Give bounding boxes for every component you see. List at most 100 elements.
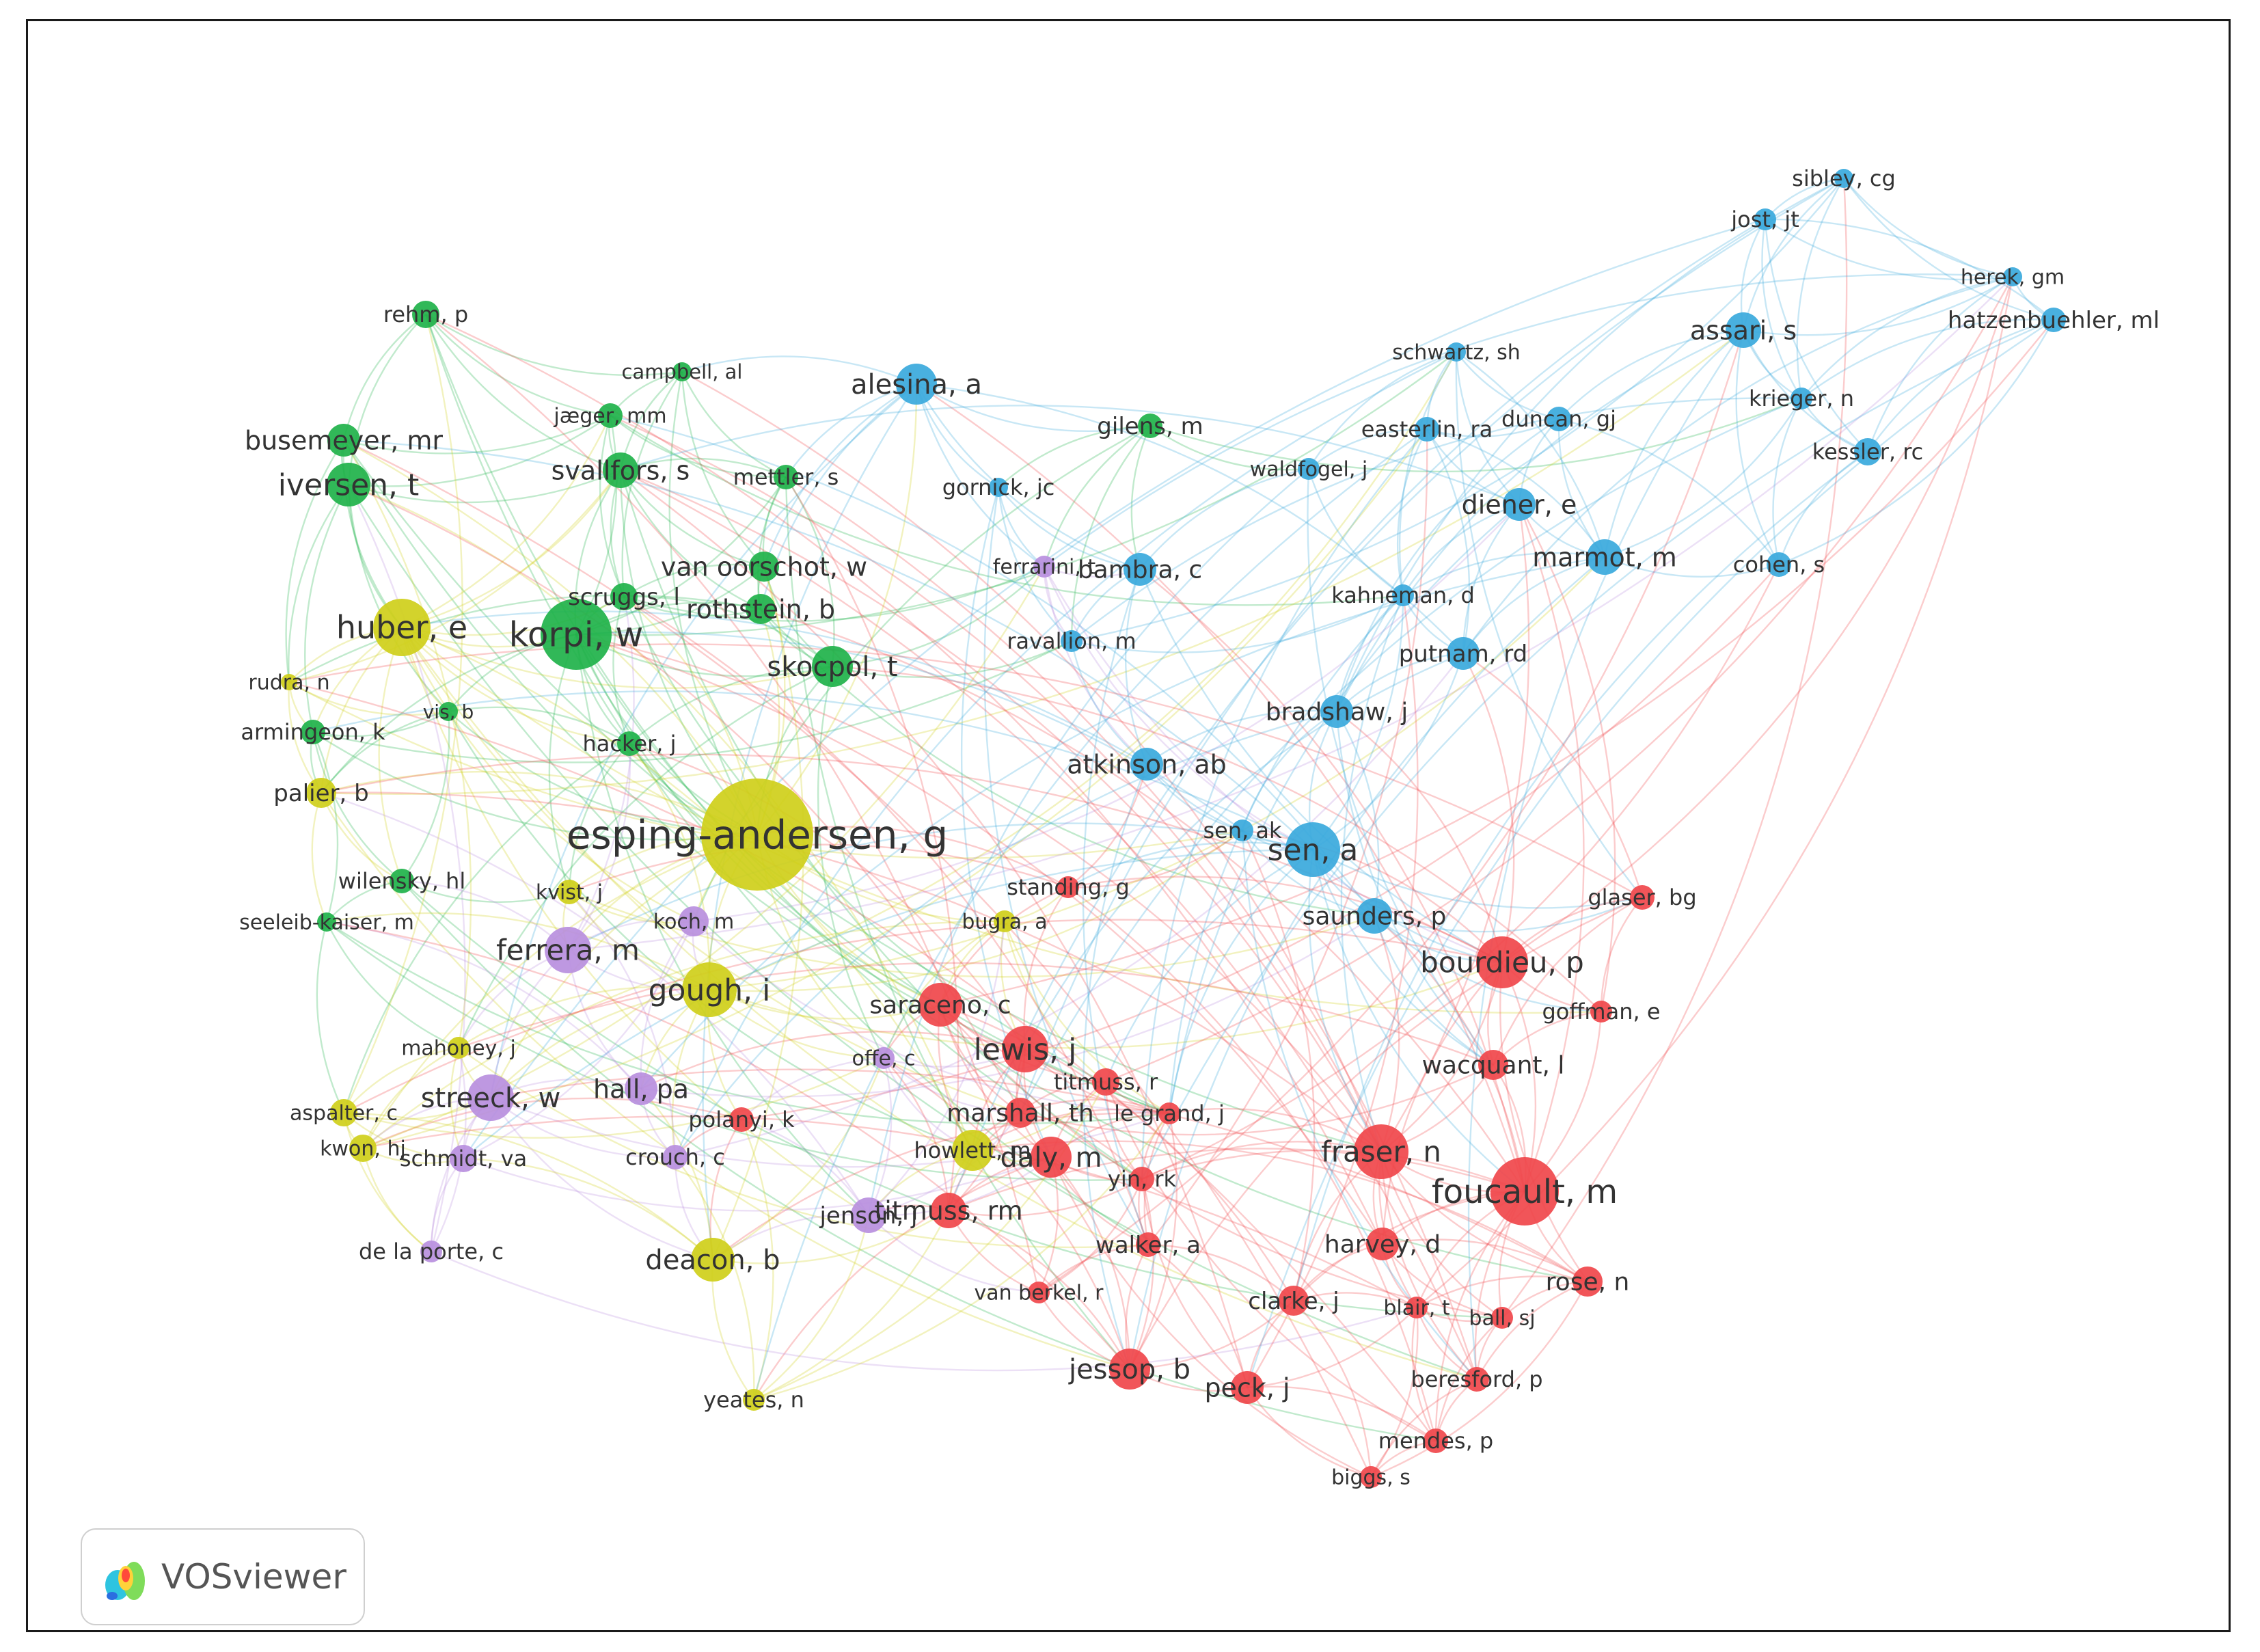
node-hacker-j[interactable]	[617, 731, 642, 756]
node-ferrera-m[interactable]	[545, 927, 591, 973]
edge	[1462, 653, 1515, 963]
node-wilensky-hl[interactable]	[390, 869, 414, 893]
node-beresford-p[interactable]	[1465, 1367, 1489, 1392]
node-putnam-rd[interactable]	[1447, 637, 1480, 670]
node-rehm-p[interactable]	[412, 301, 439, 328]
node-kahneman-d[interactable]	[1392, 584, 1414, 606]
node-crouch-c[interactable]	[663, 1145, 687, 1169]
node-kessler-rc[interactable]	[1854, 438, 1881, 465]
node-rose-n[interactable]	[1573, 1267, 1603, 1297]
node-van-oorschot-w[interactable]	[749, 552, 779, 582]
node-krieger-n[interactable]	[1791, 388, 1812, 409]
node-kvist-j[interactable]	[557, 880, 582, 904]
node-hall-pa[interactable]	[625, 1072, 657, 1105]
node-scruggs-l[interactable]	[610, 583, 638, 610]
node-schmidt-va[interactable]	[450, 1145, 477, 1172]
node-sen-ak[interactable]	[1231, 820, 1253, 841]
node-jenson-j[interactable]	[851, 1197, 886, 1233]
node-de-la-porte-c[interactable]	[420, 1241, 442, 1262]
node-rothstein-b[interactable]	[746, 594, 776, 624]
node-biggs-s[interactable]	[1360, 1466, 1382, 1488]
node-diener-e[interactable]	[1503, 488, 1536, 521]
node-seeleib-kaiser-m[interactable]	[317, 912, 336, 932]
node-atkinson-ab[interactable]	[1130, 748, 1163, 781]
node-jessop-b[interactable]	[1109, 1349, 1150, 1390]
node-bradshaw-j[interactable]	[1320, 695, 1353, 728]
node-gough-i[interactable]	[682, 962, 737, 1017]
node-busemeyer-mr[interactable]	[327, 424, 360, 457]
node-rudra-n[interactable]	[281, 674, 297, 690]
node-standing-g[interactable]	[1057, 876, 1079, 898]
node-herek-gm[interactable]	[2003, 267, 2022, 286]
node-polanyi-k[interactable]	[729, 1107, 754, 1132]
node-marshall-th[interactable]	[1005, 1098, 1035, 1128]
node-svallfors-s[interactable]	[603, 452, 638, 488]
node-koch-m[interactable]	[679, 906, 709, 936]
node-esping-andersen-g[interactable]	[701, 778, 813, 891]
node-walker-a[interactable]	[1136, 1232, 1160, 1257]
node-kwon-hj[interactable]	[349, 1135, 377, 1162]
node-gornick-jc[interactable]	[989, 478, 1008, 497]
node-mahoney-j[interactable]	[448, 1037, 469, 1059]
node-skocpol-t[interactable]	[812, 646, 853, 687]
node-sen-a[interactable]	[1285, 822, 1340, 877]
node-lewis-j[interactable]	[1002, 1026, 1048, 1072]
edge	[425, 314, 611, 417]
node-yin-rk[interactable]	[1130, 1167, 1154, 1191]
node-daly-m[interactable]	[1031, 1137, 1072, 1178]
node-duncan-gj[interactable]	[1547, 407, 1571, 431]
node-saunders-p[interactable]	[1357, 898, 1392, 934]
node-bourdieu-p[interactable]	[1476, 936, 1528, 988]
node-van-berkel-r[interactable]	[1028, 1282, 1050, 1303]
node-j-ger-mm[interactable]	[598, 403, 623, 428]
edge	[401, 880, 1503, 1319]
node-peck-j[interactable]	[1231, 1371, 1264, 1404]
node-glaser-bg[interactable]	[1630, 885, 1655, 910]
node-iversen-t[interactable]	[327, 463, 370, 506]
node-jost-jt[interactable]	[1754, 208, 1776, 230]
node-gilens-m[interactable]	[1138, 414, 1162, 438]
node-yeates-n[interactable]	[743, 1389, 765, 1411]
node-easterlin-ra[interactable]	[1415, 417, 1439, 442]
node-bambra-c[interactable]	[1124, 553, 1156, 586]
node-mendes-p[interactable]	[1424, 1428, 1448, 1453]
node-fraser-n[interactable]	[1354, 1124, 1408, 1179]
node-clarke-j[interactable]	[1279, 1286, 1309, 1316]
node-goffman-e[interactable]	[1590, 1001, 1612, 1023]
node-le-grand-j[interactable]	[1158, 1102, 1180, 1124]
node-aspalter-c[interactable]	[330, 1099, 357, 1126]
node-wacquant-l[interactable]	[1478, 1050, 1508, 1080]
node-ferrarini-t[interactable]	[1033, 556, 1055, 578]
node-huber-e[interactable]	[373, 599, 431, 656]
node-campbell-al[interactable]	[672, 362, 692, 381]
edge	[760, 608, 1526, 1192]
node-waldfogel-j[interactable]	[1298, 458, 1320, 480]
node-saraceno-c[interactable]	[918, 983, 962, 1027]
node-blair-t[interactable]	[1406, 1297, 1428, 1318]
node-hatzenbuehler-ml[interactable]	[2041, 308, 2066, 332]
node-harvey-d[interactable]	[1366, 1228, 1399, 1260]
node-ball-sj[interactable]	[1491, 1307, 1513, 1329]
node-titmuss-r[interactable]	[1092, 1068, 1119, 1096]
node-vis-b[interactable]	[439, 702, 458, 721]
node-assari-s[interactable]	[1726, 312, 1761, 348]
node-ravallion-m[interactable]	[1061, 630, 1083, 652]
node-alesina-a[interactable]	[896, 364, 937, 405]
node-offe-c[interactable]	[873, 1047, 895, 1069]
node-sibley-cg[interactable]	[1834, 169, 1853, 188]
node-howlett-m[interactable]	[952, 1130, 993, 1171]
node-armingeon-k[interactable]	[301, 720, 325, 744]
node-deacon-b[interactable]	[691, 1238, 735, 1282]
node-titmuss-rm[interactable]	[931, 1193, 966, 1228]
node-palier-b[interactable]	[306, 778, 336, 808]
node-streeck-w[interactable]	[467, 1074, 514, 1121]
node-korpi-w[interactable]	[541, 599, 612, 670]
node-foucault-m[interactable]	[1490, 1157, 1559, 1226]
node-marmot-m[interactable]	[1587, 539, 1622, 575]
node-bugra-a[interactable]	[994, 910, 1016, 932]
node-cohen-s[interactable]	[1767, 552, 1791, 577]
node-mettler-s[interactable]	[774, 465, 798, 489]
edge	[1434, 1317, 1503, 1441]
node-schwartz-sh[interactable]	[1447, 342, 1466, 362]
